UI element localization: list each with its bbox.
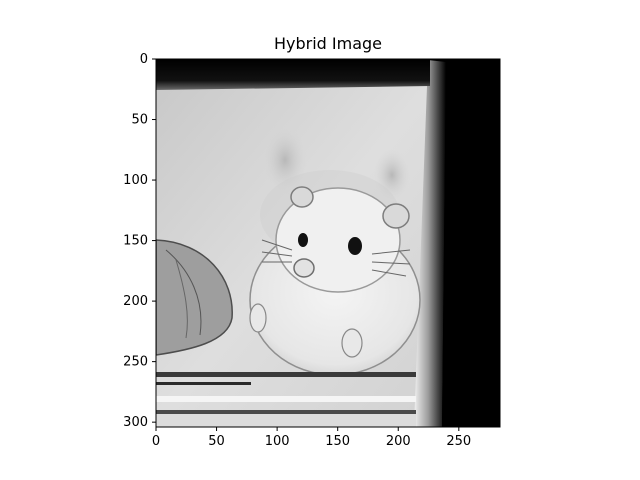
x-tick-label: 0 xyxy=(152,434,160,449)
x-tick-label: 150 xyxy=(325,434,350,449)
x-tick-label: 200 xyxy=(386,434,411,449)
y-tick-label: 250 xyxy=(123,355,148,370)
y-tick-label: 50 xyxy=(131,113,148,128)
axes-frame xyxy=(155,58,501,428)
y-tick-label: 100 xyxy=(123,173,148,188)
hybrid-image xyxy=(156,59,500,427)
x-axis: 0 50 100 150 200 250 xyxy=(152,427,471,449)
y-tick-label: 300 xyxy=(123,415,148,430)
chart-title: Hybrid Image xyxy=(274,34,382,53)
x-tick-label: 50 xyxy=(208,434,225,449)
y-tick-label: 200 xyxy=(123,294,148,309)
y-tick-label: 0 xyxy=(140,52,148,67)
x-tick-label: 250 xyxy=(446,434,471,449)
y-tick-label: 150 xyxy=(123,234,148,249)
x-tick-label: 100 xyxy=(265,434,290,449)
y-axis: 0 50 100 150 200 250 300 xyxy=(123,52,156,430)
